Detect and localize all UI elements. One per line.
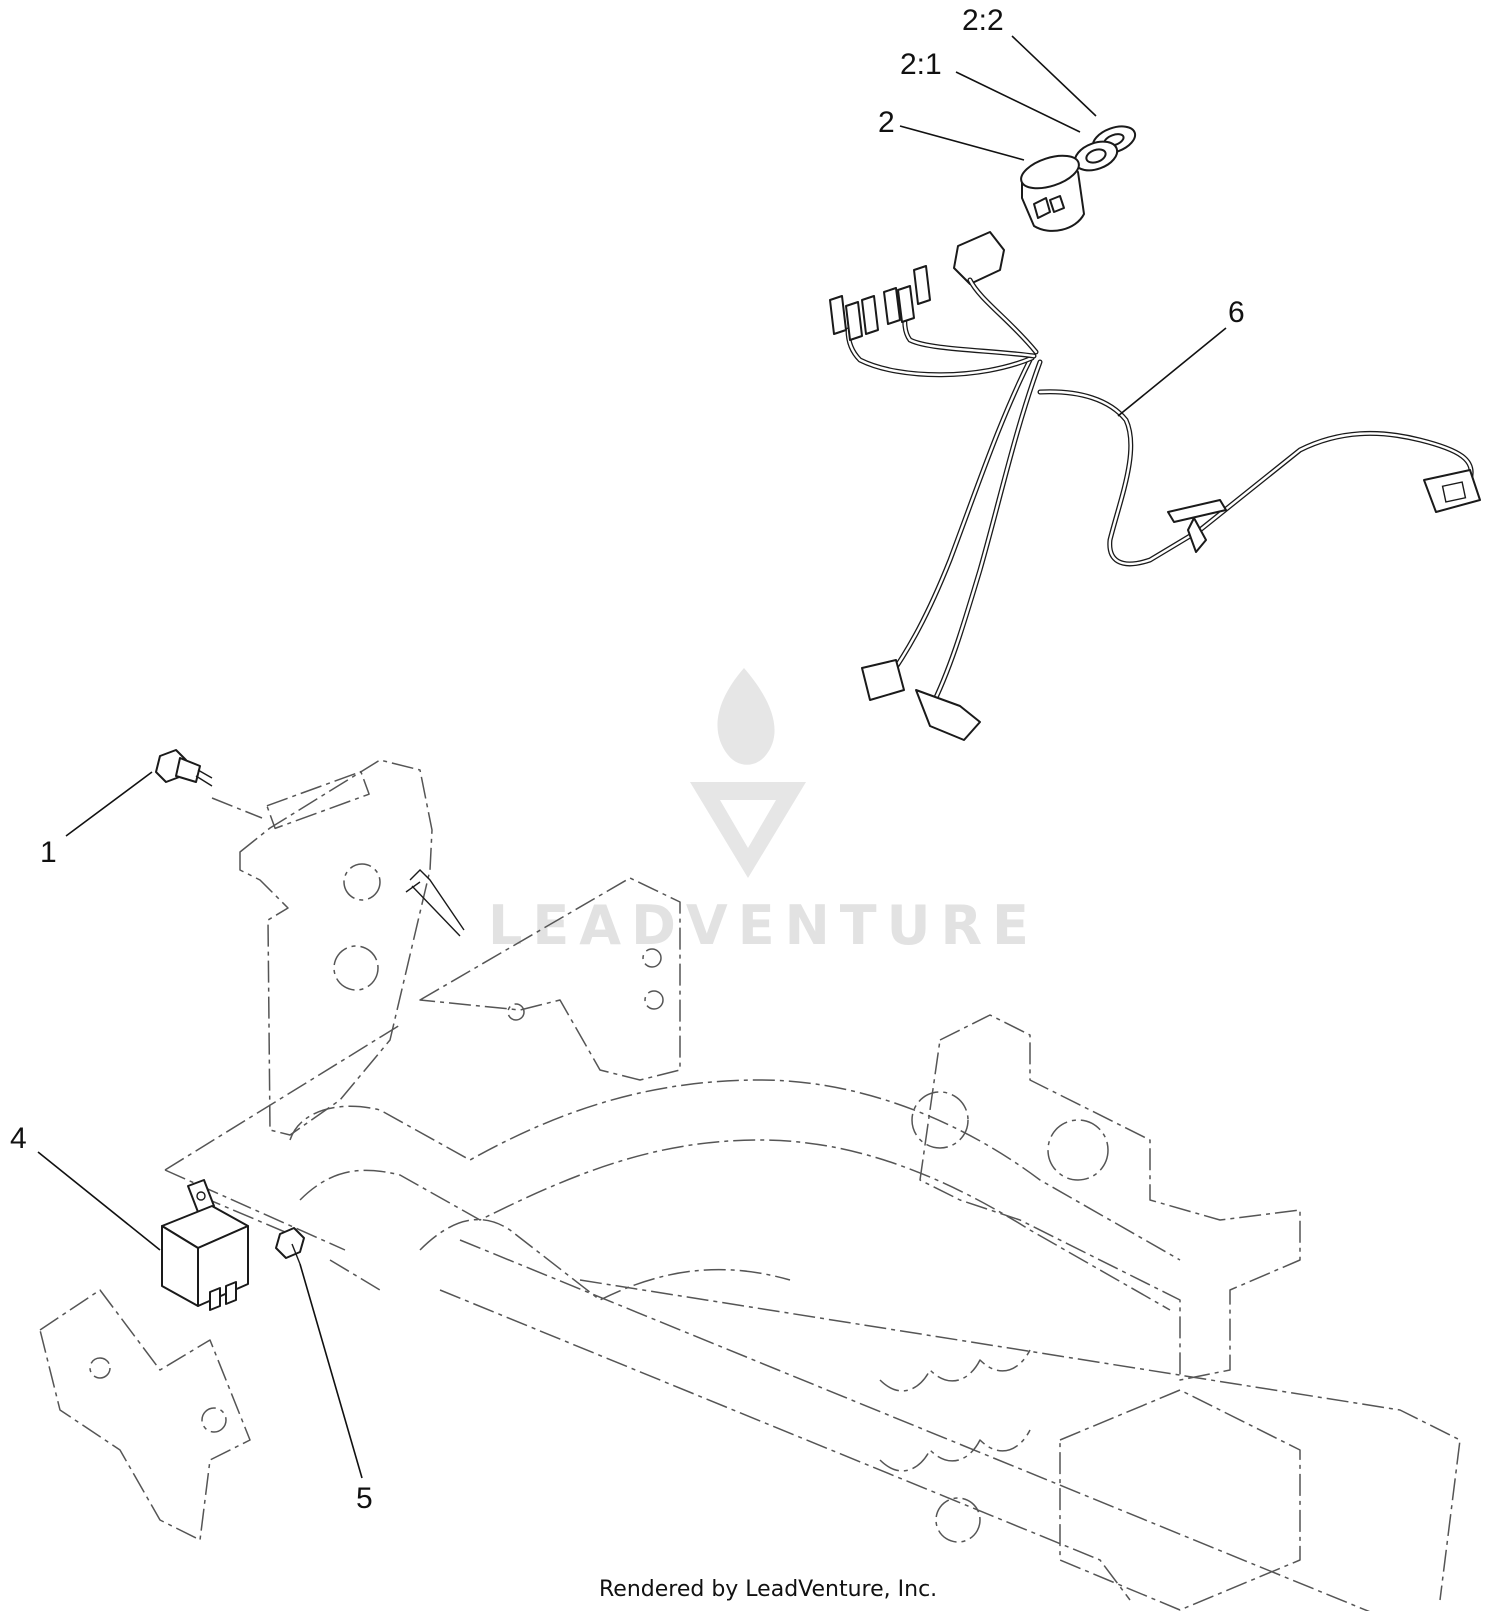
callout-6[interactable]: 6: [1228, 296, 1245, 329]
right-connector-pins: [1441, 481, 1467, 503]
rear-bracket: [919, 1014, 1301, 1381]
sensor-body: [175, 757, 201, 783]
watermark-text: LEADVENTURE: [488, 894, 1039, 957]
channel-teeth: [879, 1349, 1031, 1472]
part-1-sensor[interactable]: [155, 749, 465, 937]
branch-left-inner: [846, 328, 1034, 376]
leader-2-1: [955, 71, 1081, 133]
leader-2-2: [1011, 35, 1097, 117]
plate-slot: [266, 770, 370, 830]
bottom-connector-a: [861, 659, 905, 701]
main-tube-inner: [299, 1139, 1171, 1311]
rear-boss-a: [911, 1091, 969, 1149]
rear-boss-b: [1047, 1119, 1109, 1181]
frame-phantom: [39, 759, 1461, 1611]
right-end-connector: [1423, 469, 1481, 513]
callout-2-1[interactable]: 2:1: [900, 48, 942, 81]
leader-2: [899, 125, 1025, 161]
callout-2[interactable]: 2: [878, 106, 895, 139]
spade-connector-d: [897, 285, 915, 323]
spade-connector-f: [883, 287, 901, 325]
callout-4[interactable]: 4: [10, 1122, 27, 1155]
channel-hole: [935, 1497, 981, 1543]
leadventure-watermark: LEADVENTURE: [488, 668, 1039, 957]
spade-connector-c: [861, 295, 879, 335]
mount-plate: [239, 759, 433, 1136]
switch-terminals: [1033, 195, 1065, 219]
harness-clip: [1167, 499, 1227, 553]
callout-leaders: [37, 35, 1227, 1479]
harness-plug: [953, 231, 1005, 285]
leader-6: [1117, 327, 1227, 417]
callout-labels: 2:2 2:1 2 6 1 4 5: [10, 4, 1245, 1515]
switch-face: [1020, 154, 1080, 190]
callout-5[interactable]: 5: [356, 1482, 373, 1515]
flame-icon: [717, 668, 775, 765]
box-lower: [1059, 1389, 1301, 1611]
leader-5: [299, 1263, 363, 1479]
footer-credit: Rendered by LeadVenture, Inc.: [599, 1577, 937, 1602]
harness-trunk-2-inner: [928, 360, 1042, 712]
bolt-guide-line: [199, 1195, 286, 1233]
plate-hole-a: [343, 863, 381, 901]
sensor-guide-line: [211, 797, 263, 819]
side-channel: [439, 1239, 1461, 1611]
main-tube-outer: [289, 1079, 1181, 1261]
leader-4: [37, 1151, 161, 1251]
rail-hole-c: [507, 1003, 525, 1021]
part-2-switch[interactable]: [953, 121, 1139, 285]
rail-hole-b: [644, 990, 664, 1010]
nut-2-1-inner: [1085, 148, 1107, 164]
relay-pins: [209, 1281, 237, 1311]
rail-upright: [419, 877, 681, 1081]
bottom-connector-b: [915, 689, 981, 741]
spade-connector-a: [829, 295, 847, 335]
relay-tab-hole: [196, 1191, 206, 1201]
leader-1: [65, 771, 153, 837]
callout-2-2[interactable]: 2:2: [962, 4, 1004, 37]
branch-right: [1037, 389, 1474, 567]
spade-connector-e: [913, 265, 931, 305]
bolt-head: [275, 1227, 305, 1259]
branch-right-inner: [1038, 390, 1473, 566]
plate-hole-b: [333, 945, 379, 991]
harness-trunk-inner: [878, 358, 1032, 692]
part-5-bolt[interactable]: [275, 1227, 305, 1265]
part-6-harness[interactable]: [829, 265, 1481, 741]
rail-hole-a: [642, 948, 662, 968]
callout-1[interactable]: 1: [40, 836, 57, 869]
tube-return: [419, 1218, 791, 1301]
lower-left-bracket: [39, 1289, 251, 1541]
sensor-shaft: [195, 769, 213, 787]
relay-mount-panel: [164, 1024, 401, 1291]
lower-bracket-hole-b: [201, 1407, 227, 1433]
branch-mid-inner: [903, 310, 1036, 358]
chevron-logo-icon: [690, 782, 806, 878]
bolt-shank: [291, 1243, 301, 1265]
spade-connector-b: [845, 301, 863, 341]
part-4-relay[interactable]: [161, 1179, 249, 1311]
lower-bracket-hole-a: [89, 1357, 111, 1379]
branch-plug-inner: [968, 278, 1038, 354]
sensor-mounted-copy: [405, 869, 465, 937]
